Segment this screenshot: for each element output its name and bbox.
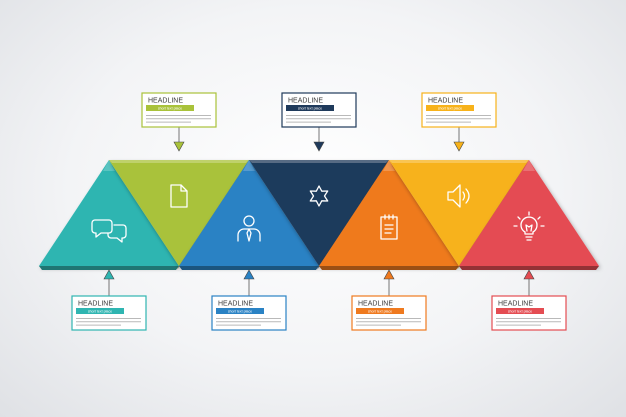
triangle-edge xyxy=(39,266,179,270)
callout-subline: short text place xyxy=(438,107,462,111)
callout-subline: short text place xyxy=(88,310,112,314)
callout-s7: HEADLINE short text place xyxy=(491,269,567,331)
callout-subline: short text place xyxy=(508,310,532,314)
star-icon xyxy=(309,185,329,207)
callout-headline: HEADLINE xyxy=(288,98,323,105)
triangle-highlight xyxy=(249,160,389,163)
callout-headline: HEADLINE xyxy=(148,98,183,105)
triangle-highlight xyxy=(109,160,249,163)
lightbulb-icon xyxy=(513,211,545,241)
callout-subline: short text place xyxy=(228,310,252,314)
callout-subline-bar xyxy=(426,105,474,111)
triangle-s2 xyxy=(109,160,249,266)
segment-s7 xyxy=(459,160,599,270)
triangle-s4 xyxy=(249,160,389,266)
callout-s5: HEADLINE short text place xyxy=(351,269,427,331)
triangle-highlight xyxy=(243,160,255,171)
callout-headline: HEADLINE xyxy=(358,301,393,308)
triangle-highlight xyxy=(523,160,535,171)
notepad-icon xyxy=(380,214,398,240)
callout-subline-bar xyxy=(216,308,264,314)
callout-subline: short text place xyxy=(298,107,322,111)
triangle-s3 xyxy=(179,160,319,266)
callout-headline: HEADLINE xyxy=(498,301,533,308)
callout-s1: HEADLINE short text place xyxy=(71,269,147,331)
callout-subline-bar xyxy=(76,308,124,314)
speech-bubbles-icon xyxy=(91,219,127,243)
callout-headline: HEADLINE xyxy=(218,301,253,308)
triangle-highlight xyxy=(389,160,529,163)
segment-s1 xyxy=(39,160,179,270)
segment-s3 xyxy=(179,160,319,270)
triangle-edge xyxy=(319,266,459,270)
triangle-edge xyxy=(459,266,599,270)
callout-s6: HEADLINE short text place xyxy=(421,92,497,152)
callout-subline-bar xyxy=(356,308,404,314)
businessman-icon xyxy=(237,215,261,242)
triangle-highlight xyxy=(103,160,115,171)
callout-headline: HEADLINE xyxy=(428,98,463,105)
callout-subline-bar xyxy=(496,308,544,314)
speaker-icon xyxy=(447,184,470,208)
callout-s3: HEADLINE short text place xyxy=(211,269,287,331)
triangle-s6 xyxy=(389,160,529,266)
callout-subline: short text place xyxy=(368,310,392,314)
triangle-s5 xyxy=(319,160,459,266)
segment-s5 xyxy=(319,160,459,270)
triangle-highlight xyxy=(383,160,395,171)
callout-headline: HEADLINE xyxy=(78,301,113,308)
callout-subline: short text place xyxy=(158,107,182,111)
callout-s2: HEADLINE short text place xyxy=(141,92,217,152)
callout-s4: HEADLINE short text place xyxy=(281,92,357,152)
triangle-s1 xyxy=(39,160,179,266)
triangle-edge xyxy=(179,266,319,270)
callout-subline-bar xyxy=(286,105,334,111)
callout-subline-bar xyxy=(146,105,194,111)
document-icon xyxy=(170,184,188,208)
